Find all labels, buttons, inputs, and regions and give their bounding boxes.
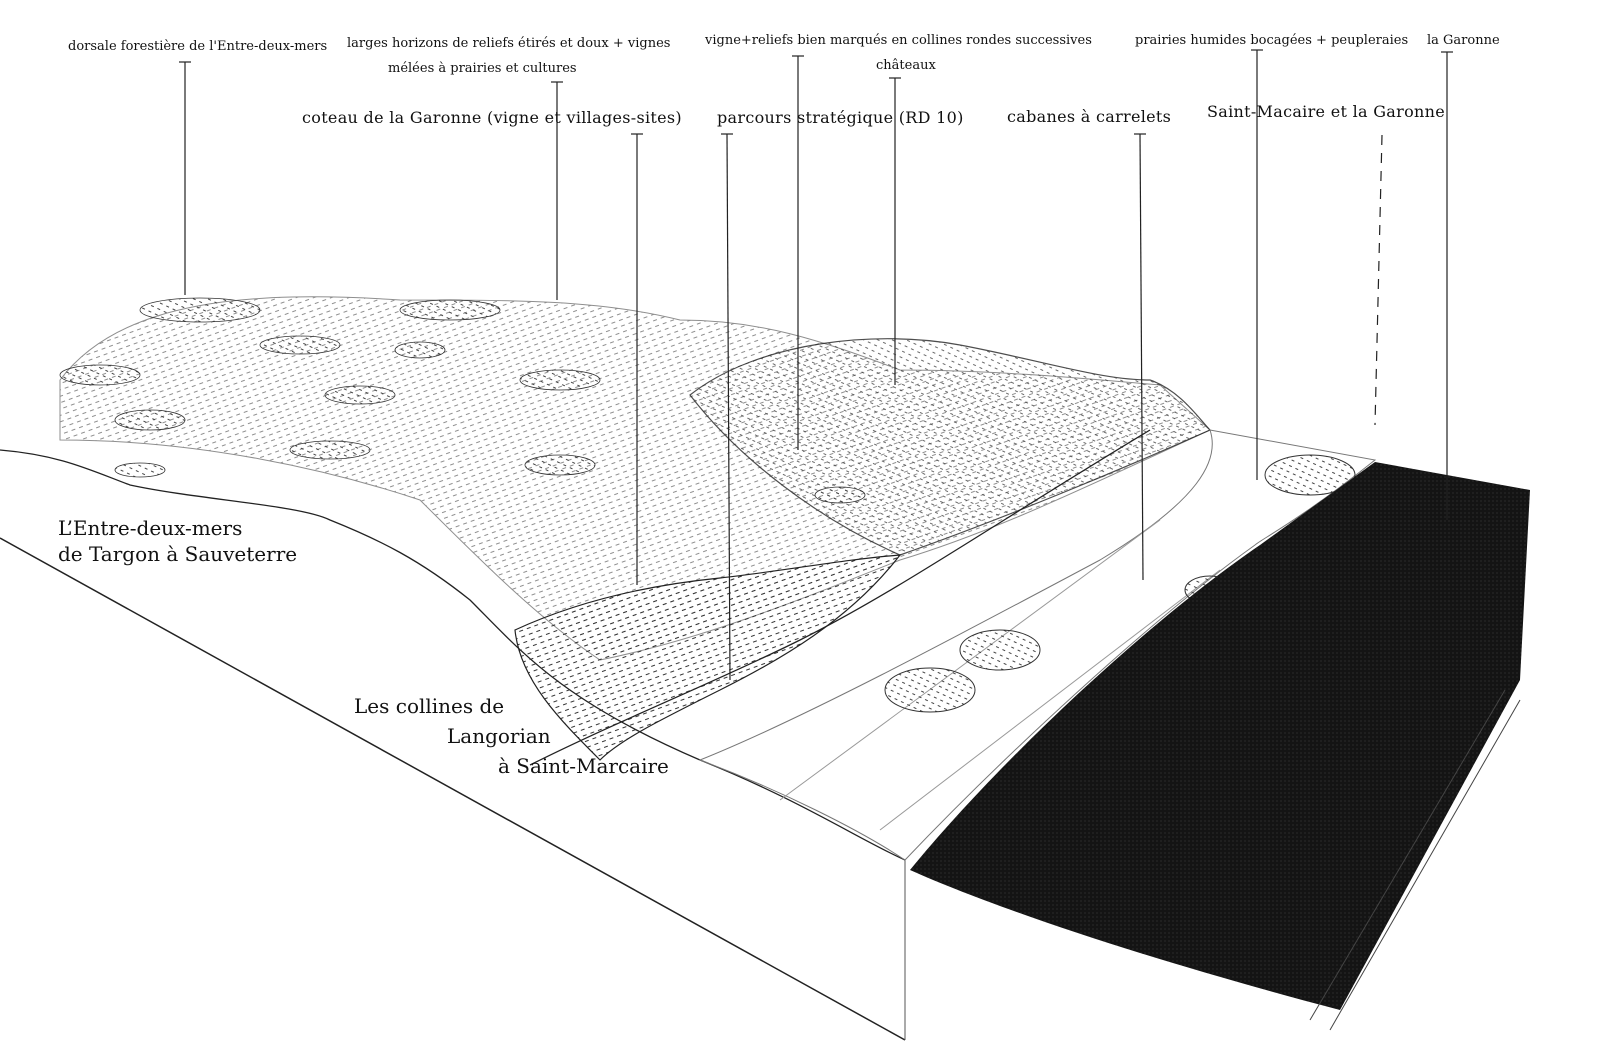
label-saint-macaire: Saint-Macaire et la Garonne [1207, 102, 1446, 121]
plain-fields [698, 429, 1377, 861]
region-entre-deux-mers-line1: L’Entre-deux-mers [58, 516, 243, 540]
label-melees: mélées à prairies et cultures [388, 61, 577, 76]
leader-lines [179, 49, 1453, 681]
block-ground-line [0, 449, 906, 861]
label-chateaux: châteaux [876, 58, 936, 73]
garonne-river [910, 462, 1530, 1010]
block-front-edge [0, 537, 906, 1041]
label-prairies: prairies humides bocagées + peupleraies [1135, 33, 1409, 48]
label-vigne-reliefs: vigne+reliefs bien marqués en collines r… [705, 33, 1092, 48]
label-cabanes: cabanes à carrelets [1007, 107, 1172, 126]
region-collines-line3: à Saint-Marcaire [498, 754, 669, 778]
region-collines-line1: Les collines de [354, 694, 505, 718]
round-hill [689, 338, 1212, 556]
coteau-slope [514, 554, 902, 761]
label-coteau: coteau de la Garonne (vigne et villages-… [302, 108, 682, 127]
label-la-garonne: la Garonne [1427, 33, 1500, 48]
forest-clumps [59, 297, 866, 504]
region-entre-deux-mers-line2: de Targon à Sauveterre [58, 542, 298, 566]
label-larges-horizons: larges horizons de reliefs étirés et dou… [347, 36, 671, 51]
label-dorsale: dorsale forestière de l'Entre-deux-mers [68, 39, 328, 54]
label-parcours: parcours stratégique (RD 10) [717, 108, 964, 127]
rd10-road [529, 429, 1151, 766]
region-collines-line2: Langorian [447, 724, 551, 748]
